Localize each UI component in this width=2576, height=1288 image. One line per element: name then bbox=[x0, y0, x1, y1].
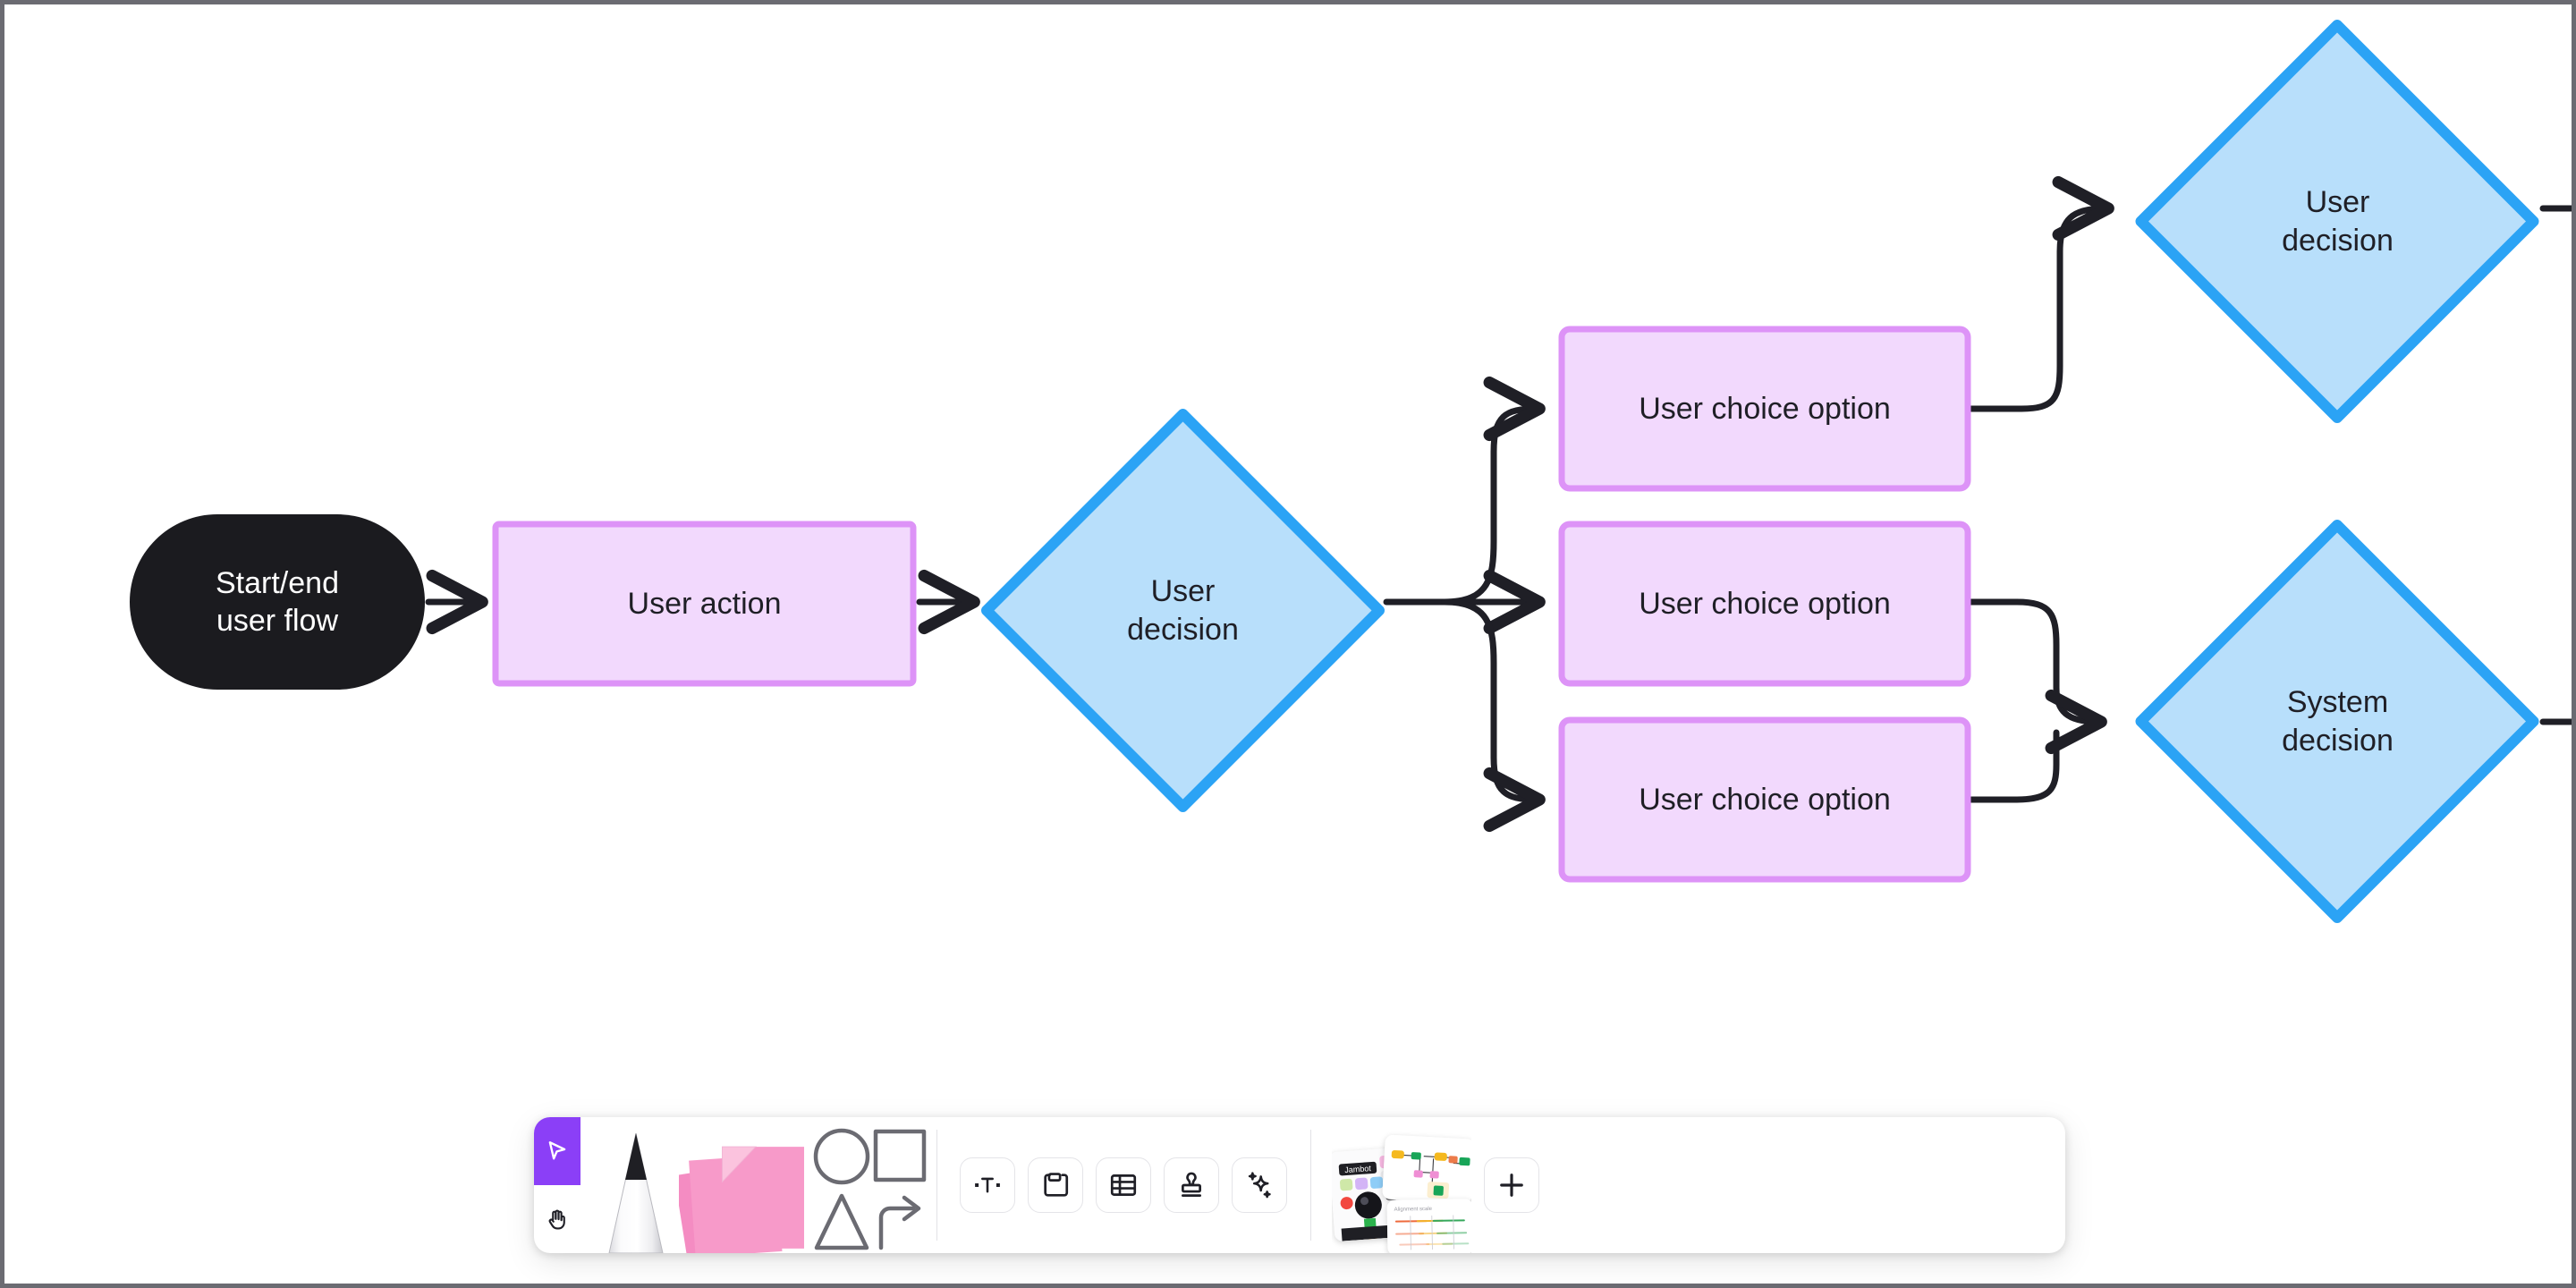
diagram-canvas[interactable]: Start/end user flow User action User dec… bbox=[4, 4, 2572, 1284]
node-start-terminator[interactable] bbox=[130, 514, 425, 690]
connector-layer bbox=[425, 175, 2572, 833]
frame-tool-button[interactable] bbox=[1028, 1157, 1083, 1213]
toolbar-group-widgets: Jambot bbox=[1310, 1117, 1559, 1253]
widgets-area: Jambot bbox=[1310, 1117, 1559, 1253]
widget-thumb-chart: Alignment scale bbox=[1386, 1199, 1471, 1253]
shapes-tool-button[interactable] bbox=[806, 1117, 931, 1253]
pen-icon bbox=[608, 1132, 664, 1253]
edge-opt3-dec3 bbox=[1967, 729, 2060, 803]
pointer-rail bbox=[534, 1117, 580, 1253]
chart-caption: Alignment scale bbox=[1394, 1207, 1433, 1213]
node-user-decision-1[interactable] bbox=[981, 409, 1385, 812]
edge-dec1-opt3 bbox=[1441, 598, 1546, 833]
plus-icon bbox=[1500, 1174, 1523, 1197]
node-user-choice-option-2[interactable] bbox=[1558, 521, 1971, 687]
toolbar-group-drawing bbox=[534, 1117, 936, 1253]
edge-opt2-dec3 bbox=[1967, 598, 2107, 755]
table-icon bbox=[1110, 1174, 1137, 1196]
widgets-button[interactable]: Jambot bbox=[1332, 1117, 1471, 1253]
text-box-icon bbox=[975, 1177, 1000, 1193]
node-user-action[interactable] bbox=[492, 521, 917, 687]
sticky-note-icon bbox=[679, 1146, 804, 1253]
sticky-note-tool-button[interactable] bbox=[679, 1117, 804, 1253]
table-tool-button[interactable] bbox=[1096, 1157, 1151, 1213]
stamp-icon bbox=[1182, 1172, 1201, 1197]
chart-thumbnail-icon: Alignment scale bbox=[1386, 1199, 1471, 1253]
node-user-choice-option-3[interactable] bbox=[1558, 716, 1971, 883]
shapes-icon bbox=[813, 1128, 927, 1250]
cursor-arrow-icon bbox=[548, 1141, 566, 1160]
edge-opt1-dec2 bbox=[1967, 175, 2114, 412]
insert-tools bbox=[936, 1117, 1310, 1253]
select-tool-button[interactable] bbox=[534, 1117, 580, 1185]
add-widget-button[interactable] bbox=[1484, 1157, 1539, 1213]
jambot-label: Jambot bbox=[1344, 1164, 1372, 1174]
frame-icon bbox=[1044, 1173, 1069, 1197]
art-tools bbox=[580, 1117, 936, 1253]
node-user-decision-2[interactable] bbox=[2135, 20, 2539, 423]
pen-tool-button[interactable] bbox=[586, 1117, 686, 1253]
flowchart-svg bbox=[130, 20, 2572, 923]
node-user-choice-option-1[interactable] bbox=[1558, 326, 1971, 492]
text-box-tool-button[interactable] bbox=[960, 1157, 1015, 1213]
node-system-decision[interactable] bbox=[2135, 520, 2539, 923]
flow-thumbnail-icon bbox=[1382, 1134, 1471, 1204]
hand-icon bbox=[548, 1209, 565, 1230]
sparkle-icon bbox=[1248, 1172, 1271, 1199]
stamp-tool-button[interactable] bbox=[1164, 1157, 1219, 1213]
ai-assist-tool-button[interactable] bbox=[1232, 1157, 1287, 1213]
bottom-toolbar: Jambot bbox=[534, 1117, 2065, 1253]
toolbar-group-insert bbox=[936, 1117, 1310, 1253]
widget-thumb-flow bbox=[1382, 1134, 1471, 1204]
edge-dec1-opt1 bbox=[1441, 376, 1546, 606]
pan-tool-button[interactable] bbox=[534, 1185, 580, 1253]
